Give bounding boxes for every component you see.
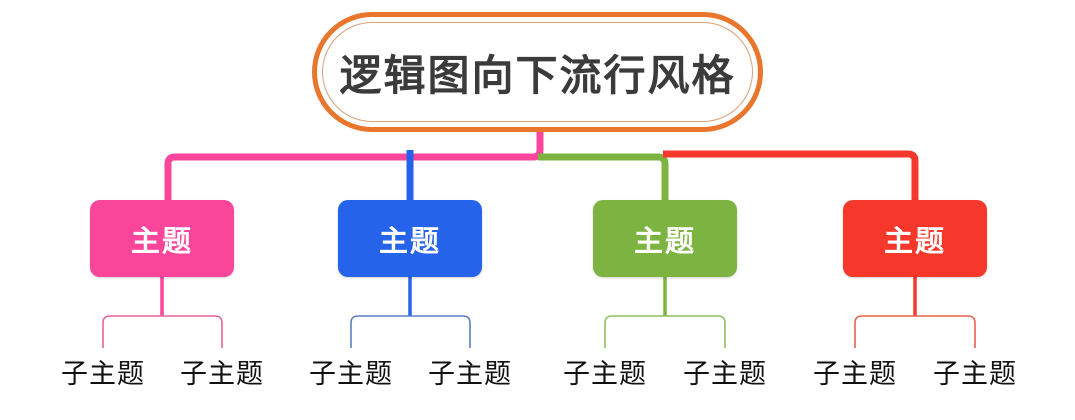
- topic-node-3[interactable]: 主题: [593, 200, 737, 277]
- subtopic-label-4-2[interactable]: 子主题: [933, 359, 1017, 390]
- topic-node-4[interactable]: 主题: [843, 200, 987, 277]
- topic-node-4-label: 主题: [883, 223, 946, 258]
- subtopic-label-3-1[interactable]: 子主题: [563, 359, 647, 390]
- subtopic-label-2-1[interactable]: 子主题: [309, 359, 393, 390]
- connector-topic-4-sub-2: [915, 315, 976, 348]
- connector-topic-3-sub-1: [604, 315, 665, 348]
- connector-topic-3-sub-2: [665, 315, 726, 348]
- subtopic-label-1-1[interactable]: 子主题: [61, 359, 145, 390]
- root-node-label: 逻辑图向下流行风格: [339, 50, 736, 100]
- subtopic-label-4-1[interactable]: 子主题: [813, 359, 897, 390]
- topic-node-2-label: 主题: [378, 223, 441, 258]
- topic-node-2[interactable]: 主题: [338, 200, 482, 277]
- topic-node-3-label: 主题: [633, 223, 696, 258]
- subtopic-label-2-2[interactable]: 子主题: [428, 359, 512, 390]
- topic-node-1-label: 主题: [130, 223, 193, 258]
- topic-node-1[interactable]: 主题: [90, 200, 234, 277]
- connector-topic-4-sub-1: [854, 315, 915, 348]
- connector-topic-1-sub-2: [162, 315, 223, 348]
- subtopic-label-1-2[interactable]: 子主题: [180, 359, 264, 390]
- root-node[interactable]: 逻辑图向下流行风格: [312, 12, 763, 132]
- connector-topic-1-sub-1: [102, 315, 162, 348]
- connector-topic-2-sub-2: [410, 315, 471, 348]
- connector-root-to-topic-1: [164, 130, 544, 200]
- subtopic-label-3-2[interactable]: 子主题: [683, 359, 767, 390]
- connector-root-to-topic-3: [538, 153, 669, 200]
- connector-topic-2-sub-1: [350, 315, 410, 348]
- connector-root-to-topic-4: [663, 150, 919, 200]
